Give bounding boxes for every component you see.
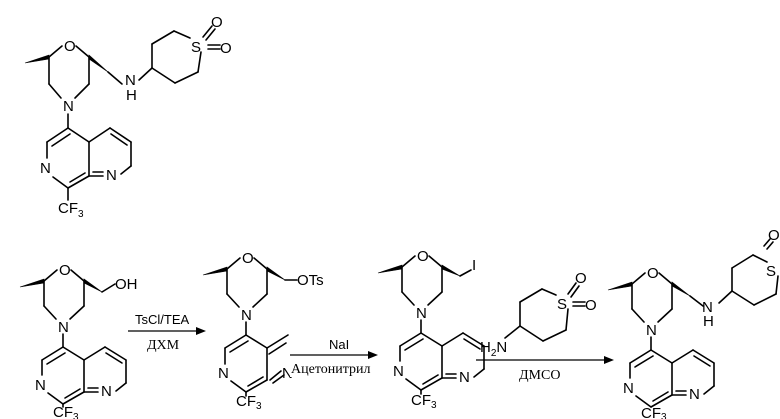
product-sulfur: S: [766, 263, 776, 280]
tosylate-ring-oxygen: O: [242, 250, 254, 267]
tosylate-pyridine-n-left: N: [218, 365, 229, 382]
alcohol-oxygen-ring: O: [59, 262, 71, 279]
iodide-intermediate: O N I N N CF3: [378, 248, 484, 411]
reagent-sulfonyl-oxygen-2: O: [585, 297, 597, 314]
iodide-pyridine-n-right: N: [459, 369, 470, 386]
aminothiane-reagent: H2N S O O: [480, 270, 597, 359]
iodide-pyridine-n-left: N: [393, 363, 404, 380]
product-pyridine-n-left: N: [623, 380, 634, 397]
amine-hydrogen: H: [126, 87, 137, 104]
iodide-nitrogen: N: [416, 305, 427, 322]
tosylate-intermediate: O N OTs N N CF3: [203, 250, 324, 412]
reagent-sulfur: S: [557, 296, 567, 313]
sulfonyl-oxygen-2: O: [220, 40, 232, 57]
sulfur-atom: S: [191, 39, 201, 56]
alcohol-pyridine-n-right: N: [101, 383, 112, 400]
target-compound: O N N H S O O N N CF3: [25, 14, 232, 220]
tosylate-label: OTs: [297, 272, 324, 289]
cf3-label: CF3: [58, 200, 84, 220]
morpholine-oxygen: O: [64, 38, 76, 55]
product-morpholine-nitrogen: N: [646, 322, 657, 339]
pyridine-nitrogen-right: N: [106, 167, 117, 184]
product-pyridine-n-right: N: [689, 386, 700, 403]
iodine-atom: I: [472, 257, 476, 274]
ch2-wedge: [89, 55, 108, 72]
hydroxyl-label: OH: [115, 276, 138, 293]
arrow-step-1: TsCl/TEA ДХМ: [128, 312, 206, 353]
alcohol-cf3: CF3: [53, 404, 79, 419]
arrow-step-2: NaI Ацетонитрил: [290, 337, 378, 377]
tosylate-cf3: CF3: [236, 393, 262, 412]
pyridine-nitrogen-left: N: [40, 160, 51, 177]
sulfonyl-oxygen-1: O: [211, 14, 223, 31]
solvent-dmso: ДМСО: [519, 368, 560, 383]
solvent-acetonitrile: Ацетонитрил: [291, 362, 371, 377]
tosylate-nitrogen: N: [241, 307, 252, 324]
reagent-sulfonyl-oxygen-1: O: [575, 270, 587, 287]
reagent-nai: NaI: [329, 337, 349, 352]
alcohol-nitrogen: N: [58, 319, 69, 336]
iodide-ring-oxygen: O: [417, 248, 429, 265]
arrow-step-3: ДМСО: [476, 356, 614, 383]
product-cf3: CF3: [641, 405, 667, 419]
starting-alcohol: O N OH N N CF3: [20, 262, 138, 419]
iodide-cf3: CF3: [411, 392, 437, 411]
alcohol-pyridine-n-left: N: [35, 377, 46, 394]
product-sulfonyl-oxygen-1: O: [768, 227, 780, 244]
morpholine-nitrogen: N: [63, 98, 74, 115]
final-product: O N N H S O N N CF3: [608, 227, 780, 419]
product-amine-hydrogen: H: [703, 313, 714, 330]
product-ring-oxygen: O: [647, 265, 659, 282]
solvent-dcm: ДХМ: [147, 338, 180, 353]
methyl-wedge: [25, 55, 49, 63]
reagent-tscl-tea: TsCl/TEA: [135, 312, 190, 327]
